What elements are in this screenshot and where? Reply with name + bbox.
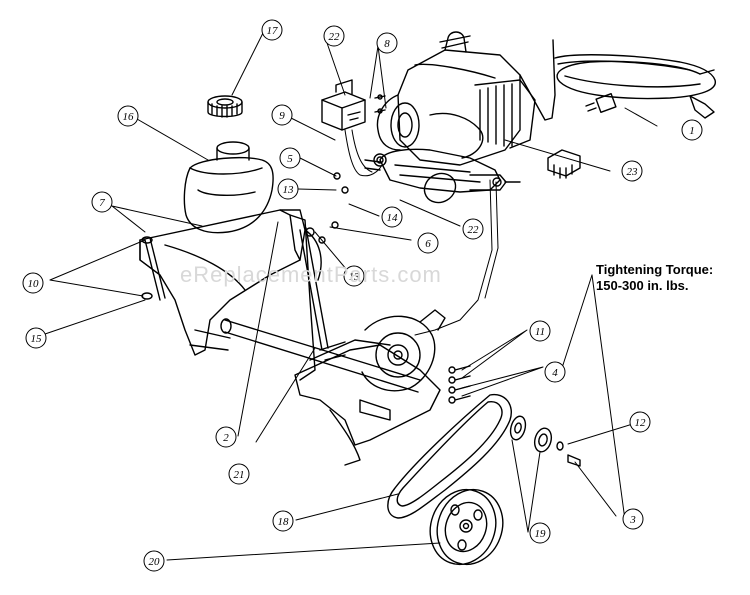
large-pulley-part [429, 488, 504, 566]
callout-3: 3 [629, 514, 636, 526]
callout-17: 17 [267, 25, 279, 37]
watermark-text: eReplacementParts.com [180, 262, 442, 287]
callout-21: 21 [234, 469, 245, 481]
leader-lines [44, 32, 658, 561]
callout-15: 15 [31, 333, 43, 345]
callout-22-lower: 22 [468, 224, 480, 236]
callout-22-top: 22 [329, 31, 341, 43]
callout-19: 19 [535, 528, 547, 540]
callout-numbers: 17 22 8 16 9 1 5 13 14 23 22 7 6 10 13 1… [28, 25, 695, 568]
starter-button-part [547, 149, 581, 179]
engine-assembly-part [364, 31, 556, 204]
bolts-part [141, 172, 471, 404]
callout-10: 10 [28, 278, 40, 290]
callout-4: 4 [552, 367, 558, 379]
torque-note-value: 150-300 in. lbs. [596, 278, 689, 293]
frame-plates-part [139, 209, 441, 466]
callout-8: 8 [384, 38, 390, 50]
switch-box-part [321, 79, 386, 131]
callout-12: 12 [635, 417, 647, 429]
callout-23: 23 [627, 166, 639, 178]
small-pulley-part [509, 415, 581, 467]
callout-7: 7 [99, 197, 105, 209]
callout-20: 20 [149, 556, 161, 568]
torque-note-title: Tightening Torque: [596, 262, 714, 277]
callout-13-upper: 13 [283, 184, 295, 196]
callout-18: 18 [278, 516, 290, 528]
auger-housing-part [319, 309, 446, 392]
axle-shaft-part [189, 318, 421, 421]
callout-6: 6 [425, 238, 431, 250]
callout-circles [22, 19, 703, 572]
callout-1: 1 [689, 125, 695, 137]
callout-14: 14 [387, 212, 399, 224]
fuel-tank-part [183, 141, 274, 234]
callout-2: 2 [223, 432, 229, 444]
power-cord-part [554, 54, 716, 119]
fuel-cap-part [207, 95, 243, 118]
callout-9: 9 [279, 110, 285, 122]
callout-13-lower: 13 [349, 271, 361, 283]
callout-5: 5 [287, 153, 293, 165]
callout-11: 11 [535, 326, 545, 338]
wire-harness-part [344, 129, 499, 336]
callout-16: 16 [123, 111, 135, 123]
drive-belt-part [387, 393, 512, 519]
